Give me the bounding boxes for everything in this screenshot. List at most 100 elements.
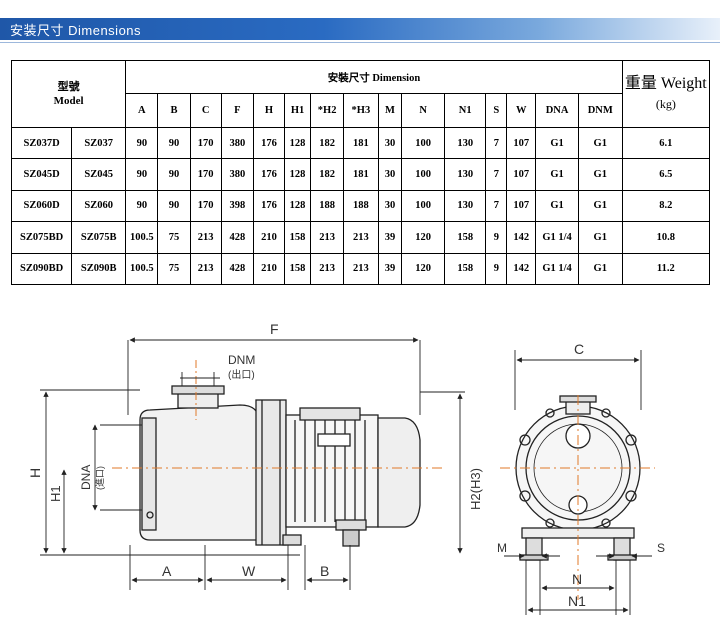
label-DNM-cn: (出口)	[228, 368, 255, 381]
dimension-cell: 182	[310, 126, 345, 160]
dimension-cell: 398	[220, 189, 254, 223]
label-DNM: DNM	[228, 353, 255, 367]
label-DNA: DNA	[79, 465, 93, 490]
column-header: W	[506, 93, 537, 128]
weight-header-label: 重量 Weight	[624, 74, 707, 92]
label-W: W	[242, 563, 256, 579]
column-header: *H3	[343, 93, 379, 128]
model-code-cell: SZ090BD	[10, 252, 73, 286]
dimension-cell: 90	[125, 158, 159, 191]
dimension-cell: 120	[401, 252, 445, 286]
banner-title: 安装尺寸 Dimensions	[10, 23, 142, 38]
column-header: M	[377, 93, 403, 128]
dimension-cell: 75	[157, 252, 191, 286]
dimension-cell: 176	[252, 189, 286, 223]
label-H1: H1	[48, 485, 63, 502]
dimension-cell: 181	[343, 126, 379, 160]
column-header: H	[252, 93, 286, 128]
dimension-cell: 213	[310, 221, 345, 254]
model-code-cell: SZ075BD	[10, 221, 73, 254]
label-M: M	[497, 541, 507, 555]
column-header: DNM	[577, 93, 623, 128]
dimension-cell: 120	[401, 221, 445, 254]
dimension-cell: 170	[189, 158, 222, 191]
dimension-cell: 100	[401, 189, 445, 223]
dimension-cell: 213	[343, 252, 379, 286]
label-DNA-cn: (進口)	[94, 466, 105, 490]
dimension-cell: 142	[506, 252, 537, 286]
label-N: N	[572, 571, 582, 587]
dimension-cell: G1	[577, 158, 623, 191]
column-header: B	[157, 93, 191, 128]
model-code-cell: SZ045D	[10, 158, 73, 191]
dimension-cell: 100	[401, 126, 445, 160]
weight-cell: 11.2	[621, 252, 711, 286]
pump-side-view	[139, 385, 421, 547]
dimension-cell: 107	[506, 158, 537, 191]
dimension-cell: 158	[443, 221, 487, 254]
end-dimension-lines	[504, 350, 652, 615]
dimension-cell: G1	[577, 252, 623, 286]
banner-divider	[0, 42, 720, 43]
dimension-cell: 30	[377, 189, 403, 223]
label-B: B	[320, 563, 329, 579]
weight-cell: 6.1	[621, 126, 711, 160]
dimension-cell: 380	[220, 158, 254, 191]
weight-cell: 8.2	[621, 189, 711, 223]
label-F: F	[270, 321, 279, 337]
dimension-cell: 90	[125, 126, 159, 160]
label-S: S	[657, 541, 665, 555]
end-labels: C M S N N1	[497, 341, 665, 609]
dimension-cell: 128	[284, 126, 312, 160]
weight-unit: (kg)	[655, 96, 676, 111]
model-code-cell: SZ090B	[71, 252, 127, 286]
dimension-cell: G1	[577, 126, 623, 160]
dimensions-table: 型號 Model 安裝尺寸 Dimension 重量 Weight (kg) A…	[10, 59, 711, 286]
dimension-cell: 39	[377, 252, 403, 286]
dimension-cell: 188	[343, 189, 379, 223]
dimension-cell: 90	[157, 126, 191, 160]
dimension-cell: 30	[377, 158, 403, 191]
model-code-cell: SZ037D	[10, 126, 73, 160]
dimension-cell: G1 1/4	[535, 252, 579, 286]
label-N1: N1	[568, 593, 586, 609]
dimension-header: 安裝尺寸 Dimension	[125, 59, 623, 95]
model-code-cell: SZ060	[71, 189, 127, 223]
dimension-cell: 130	[443, 189, 487, 223]
label-H2H3: H2(H3)	[468, 468, 483, 510]
dimension-cell: 142	[506, 221, 537, 254]
dimension-cell: 176	[252, 158, 286, 191]
dimension-cell: 158	[284, 252, 312, 286]
column-header: N	[401, 93, 445, 128]
model-code-cell: SZ060D	[10, 189, 73, 223]
model-header-cn: 型號	[57, 80, 80, 93]
weight-header: 重量 Weight (kg)	[621, 60, 711, 128]
column-header: N1	[443, 93, 487, 128]
section-banner: 安装尺寸 Dimensions	[0, 18, 720, 40]
dimension-cell: 380	[220, 126, 254, 160]
dimension-cell: 75	[157, 221, 191, 254]
label-H: H	[27, 468, 43, 478]
dimension-cell: G1 1/4	[535, 221, 579, 254]
dimension-cell: G1	[577, 221, 623, 254]
dimension-cell: 90	[125, 189, 159, 223]
side-labels: F DNM (出口) H H1 DNA (進口) H2(H3) A W B	[27, 321, 483, 579]
dimension-cell: 130	[443, 158, 487, 191]
dimension-cell: 210	[252, 221, 286, 254]
model-header-en: Model	[53, 94, 84, 107]
side-dimension-lines	[40, 337, 465, 590]
dimension-cell: 428	[220, 221, 254, 254]
dimension-cell: 30	[377, 126, 403, 160]
dimension-cell: 130	[443, 126, 487, 160]
dimension-cell: 210	[252, 252, 286, 286]
column-header: A	[125, 93, 159, 128]
dimension-cell: 100.5	[125, 221, 159, 254]
